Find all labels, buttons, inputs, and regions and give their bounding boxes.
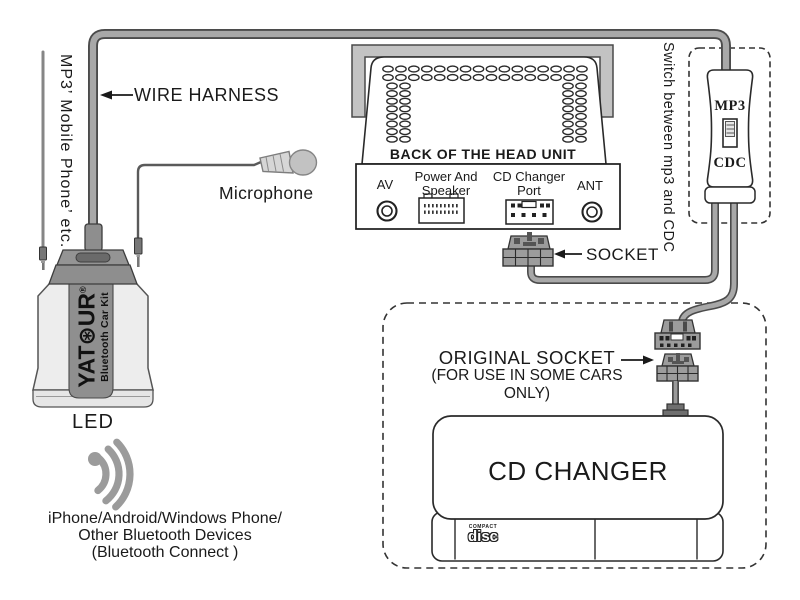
wire-harness-label: WIRE HARNESS [134,85,280,105]
head-unit [351,44,621,230]
led-label: LED [72,411,114,433]
socket-label: SOCKET [586,245,659,264]
bluetooth-devices-line2: Other Bluetooth Devices [78,527,252,544]
switch-to-plug-cable [678,199,738,334]
power-speaker-connector [418,193,465,224]
socket-connector [502,232,554,267]
wire-harness-arrow [100,90,133,100]
brand-name: YAT⊛UR® [73,286,100,388]
harness-plug-connector [654,319,701,350]
left-cable-label: MP3’ Mobile Phone’ etc. [57,54,74,249]
brand-subtitle: Bluetooth Car Kit [98,292,111,382]
wire-harness-cable [88,29,731,237]
head-unit-label: BACK OF THE HEAD UNIT [389,146,577,162]
cd-changer-body [432,415,724,520]
vent-holes [382,65,588,143]
cd-changer-port-connector [505,199,554,225]
switch-mp3-label: MP3 [714,98,746,114]
device-brand: YAT⊛UR® Bluetooth Car Kit [69,276,113,398]
bluetooth-devices-line1: iPhone/Android/Windows Phone/ [48,510,282,527]
socket-arrow [554,249,582,259]
microphone-cable [136,160,262,238]
original-socket-note: (FOR USE IN SOME CARS ONLY) [431,367,623,402]
compact-disc-logo: COMPACT disc [467,524,498,545]
head-unit-bezel [351,44,614,118]
switch-cdc-label: CDC [713,155,747,171]
bluetooth-signal-icon [88,438,134,511]
switch-note-label: Switch between mp3 and CDC [660,42,676,253]
slide-switch [722,118,738,148]
original-socket-connector [656,353,699,419]
microphone-plug [134,237,143,267]
cd-changer-unit [431,415,724,562]
head-unit-rear-panel [355,163,621,230]
power-speaker-label: Power And Speaker [414,169,478,198]
aux-cable [39,50,47,270]
device-label-stripe [68,275,114,399]
mp3-cdc-switch [704,69,756,204]
head-unit-top-panel [361,56,607,165]
microphone-icon [259,149,318,176]
cd-changer-dashed-zone [382,302,767,569]
microphone-assembly [134,149,318,267]
microphone-label: Microphone [219,183,314,203]
aux-plug [39,246,47,270]
cd-changer-port-label: CD Changer Port [492,169,566,198]
ant-port-label: ANT [577,178,603,193]
cd-changer-label: CD CHANGER [488,456,668,486]
original-socket-label: ORIGINAL SOCKET [438,347,616,368]
bluetooth-devices-line3: (Bluetooth Connect ) [91,544,239,561]
db-connector [48,223,138,285]
original-socket-arrow [621,355,654,365]
socket-to-switch-cable [527,199,719,284]
brand-wheel-icon: ⊛ [73,326,100,346]
yatour-device [32,223,154,408]
av-port-label: AV [376,177,394,192]
switch-base [704,186,756,204]
